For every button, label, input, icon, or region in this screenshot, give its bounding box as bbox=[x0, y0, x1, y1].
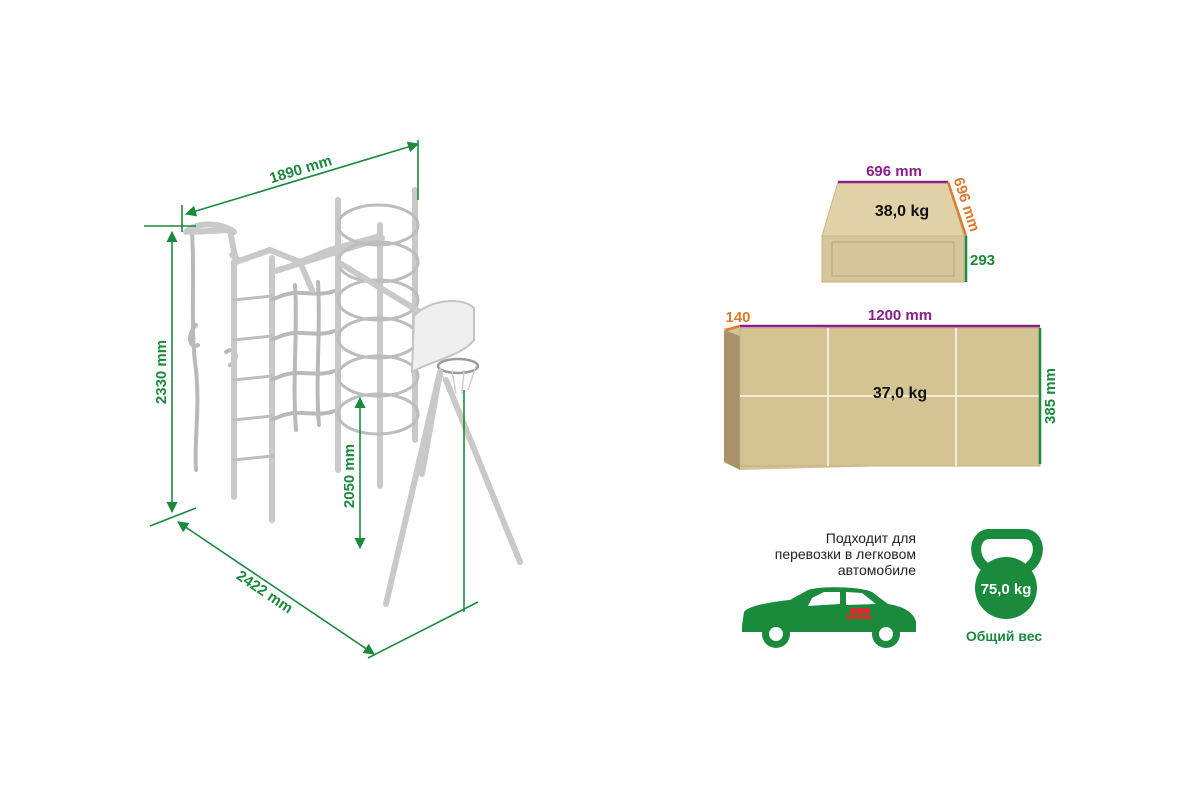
total-weight-caption: Общий вес bbox=[966, 628, 1042, 644]
small-box-width-label: 696 mm bbox=[866, 163, 922, 180]
long-box-depth-label: 140 bbox=[725, 309, 750, 326]
width-dimension-line bbox=[184, 141, 420, 217]
hoop-ring bbox=[436, 357, 480, 375]
small-box-weight-label: 38,0 kg bbox=[875, 203, 929, 220]
small-box-height-label: 293 bbox=[970, 252, 995, 269]
climbing-tunnel-rings bbox=[336, 203, 420, 436]
total-weight-label: 75,0 kg bbox=[981, 581, 1032, 598]
ladder-rungs bbox=[232, 294, 274, 462]
product-width-label: 1890 mm bbox=[267, 152, 333, 187]
product-dimensions: 1890 mm 2330 mm 2422 mm 2050 mm bbox=[144, 140, 479, 659]
cargo-net bbox=[270, 280, 340, 432]
product-depth-label: 2422 mm bbox=[233, 567, 296, 617]
package-box-long: 140 1200 mm 385 mm 37,0 kg bbox=[724, 307, 1059, 470]
long-box-height-label: 385 mm bbox=[1042, 368, 1059, 424]
car-icon bbox=[742, 587, 916, 648]
package-box-small: 696 mm 696 mm 293 38,0 kg bbox=[821, 163, 995, 283]
transport-line-2: перевозки в легковом bbox=[775, 546, 916, 562]
transport-line-1: Подходит для bbox=[826, 530, 916, 546]
transport-line-3: автомобиле bbox=[838, 562, 916, 578]
hoop-height-label: 2050 mm bbox=[341, 444, 358, 508]
transport-caption: Подходит для перевозки в легковом автомо… bbox=[775, 530, 916, 578]
climbing-rope bbox=[190, 230, 200, 472]
basketball-stand bbox=[383, 300, 523, 607]
backboard bbox=[410, 300, 475, 374]
depth-dimension-line bbox=[177, 521, 375, 655]
playground-structure bbox=[183, 187, 523, 607]
long-box-weight-label: 37,0 kg bbox=[873, 385, 927, 402]
product-height-label: 2330 mm bbox=[153, 340, 170, 404]
kettlebell-icon bbox=[971, 529, 1043, 619]
long-box-width-label: 1200 mm bbox=[868, 307, 932, 324]
